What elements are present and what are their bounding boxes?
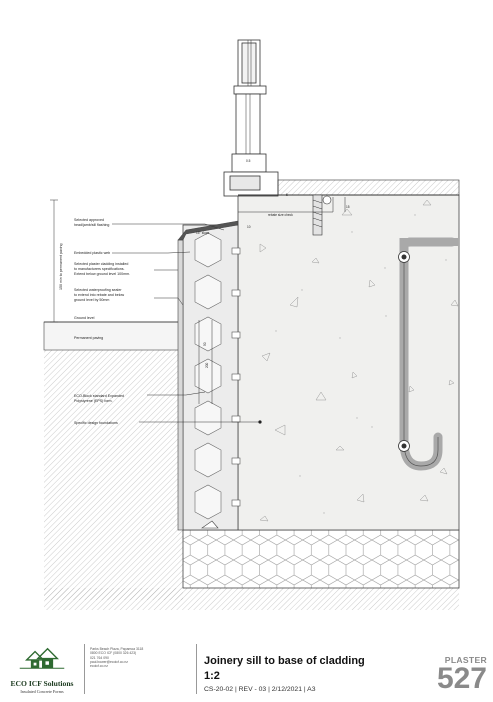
rebate-check-label: rebate size check [268, 213, 293, 217]
plaster-cladding [177, 239, 184, 531]
contact-line: 021 764 090 [90, 655, 109, 660]
contact-line: ecoicf.co.nz [90, 664, 108, 669]
fixing-screw [312, 194, 332, 236]
contact-line: paul.bower@ecoicf.co.nz [90, 659, 128, 664]
foundation-leader-dot [258, 420, 262, 424]
label-foundations: Specific design foundations [74, 421, 118, 425]
label-cladding-3: Extend below ground level 100mm. [74, 272, 130, 276]
label-sealer-1: Selected waterproofing sealer [74, 288, 122, 292]
ground-hatching-below [44, 588, 459, 610]
eps-web-teeth [231, 247, 241, 507]
company-tagline: Insulated Concrete Forms [20, 689, 64, 694]
detail-drawing: 0.5 10 15 50 200 5 15° slope rebate size… [43, 39, 460, 610]
dim-sill-gap: 5 [286, 193, 288, 197]
ground-hatching [44, 350, 183, 600]
glazing-lines [245, 40, 252, 154]
foundation-footing [182, 529, 460, 589]
label-eps-1: ECO-Block standard Expanded [74, 394, 124, 398]
contact-line: Parks Beach Plaza, Papamoa 3118 [90, 647, 144, 651]
leader-lines [112, 223, 260, 423]
concrete-aggregate [259, 199, 459, 522]
divider-2 [196, 644, 197, 694]
label-sealer-2: to extend into rebate and below [74, 293, 125, 297]
divider-1 [84, 644, 85, 694]
house-roofs-logo-icon [19, 647, 65, 669]
label-eps-2: Polystyrene (EPS) form. [74, 399, 113, 403]
sheet-scale: 1:2 [204, 670, 220, 682]
rebar-top-bar [400, 238, 458, 249]
sill-flashing-cap [277, 179, 460, 196]
joinery-frame [223, 39, 279, 197]
dim-web-a: 50 [203, 342, 207, 346]
dimension-lines [50, 197, 346, 404]
label-paving: Permanent paving [74, 336, 103, 340]
sheet-section: PLASTER [444, 655, 487, 665]
contact-block: Parks Beach Plaza, Papamoa 3118 0800 ECO… [90, 647, 143, 668]
dim-top-frame: 0.5 [246, 159, 251, 163]
dim-web-b: 200 [205, 362, 209, 368]
sheet-title: Joinery sill to base of cladding [204, 655, 365, 667]
label-plastic-web: Embedded plastic web [74, 251, 110, 255]
contact-line: 0800 ECO ICF (0800 326 423) [90, 651, 137, 656]
permanent-paving [43, 321, 184, 351]
sill-flashing [177, 220, 239, 241]
sheet-meta: CS-20-02 | REV - 03 | 2/12/2021 | A3 [204, 686, 316, 693]
vertical-dim-label: 150 min to permanent paving [59, 243, 63, 290]
dim-edge: 15 [346, 205, 350, 209]
label-sealer-3: ground level by 50mm [74, 298, 109, 302]
eps-hex-cells [194, 232, 222, 520]
label-flashing-1: Selected approved [74, 218, 104, 222]
sheet-number: 527 [436, 662, 487, 695]
slope-label: 15° slope [196, 231, 210, 235]
label-cladding-1: Selected plaster cladding installed [74, 262, 128, 266]
company-name: ECO ICF Solutions [10, 679, 74, 688]
base-trim [201, 520, 219, 529]
dim-rebate: 10 [247, 225, 251, 229]
concrete-slab [237, 194, 460, 531]
concrete-speckle [275, 214, 447, 514]
label-flashing-2: head/jamb/sill flashing [74, 223, 109, 227]
title-block: ECO ICF Solutions Insulated Concrete For… [0, 628, 493, 702]
label-cladding-2: to manufacturers specifications. [74, 267, 125, 271]
label-ground-level: Ground level [74, 316, 95, 320]
